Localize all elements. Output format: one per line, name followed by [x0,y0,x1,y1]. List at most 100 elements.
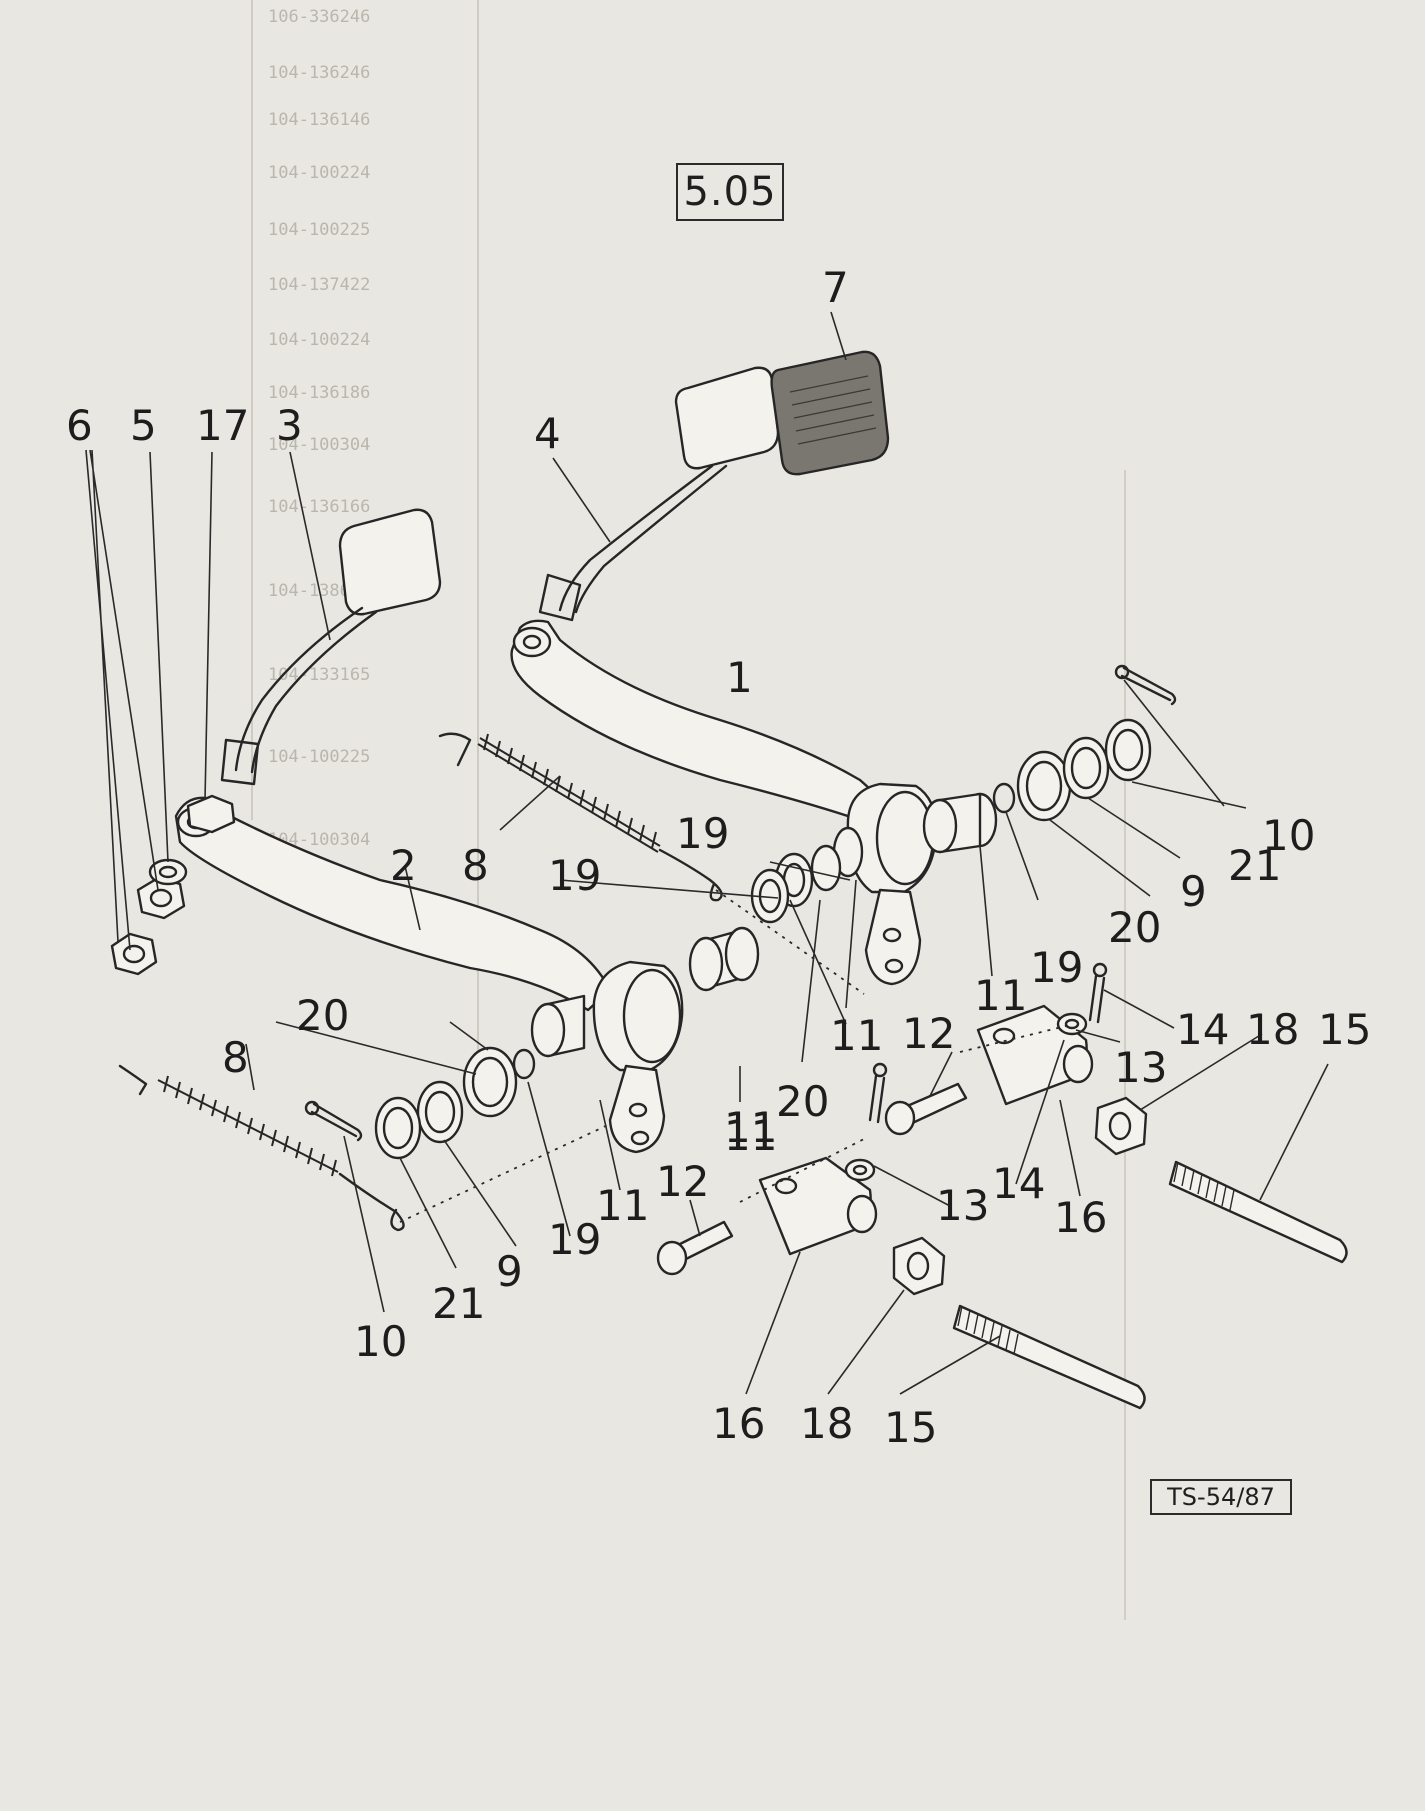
callout-label: 21 [1228,841,1281,890]
washer-13-lower [844,1158,876,1182]
callout-label: 16 [1054,1193,1107,1242]
callout-label: 11 [724,1103,777,1152]
section-number-box: 5.05 [676,163,784,221]
upper-clevis-pushrod [884,962,1348,1264]
callout-label: 11 [830,1011,883,1060]
washer-20-mid [810,844,842,892]
callout-label: 15 [1318,1005,1371,1054]
callout-label: 8 [222,1033,249,1082]
callout-label: 13 [1114,1043,1167,1092]
lever-eye-upper [512,626,552,658]
callout-label: 18 [800,1399,853,1448]
bleed-text: 104-100225 [268,747,370,767]
pushrod-15-upper [1168,1160,1348,1264]
callout-label: 10 [354,1317,407,1366]
spring-hook-upper [438,732,472,767]
threaded-end-upper [538,573,582,622]
callout-label: 13 [936,1181,989,1230]
upper-pedal-assembly [510,350,938,986]
drawing-reference-box: TS-54/87 [1150,1479,1292,1515]
callout-label: 11 [974,971,1027,1020]
bleed-text: 104-100225 [268,220,370,240]
return-spring-lower [157,1079,339,1173]
callout-label: 19 [676,809,729,858]
bleed-text: 106-336246 [268,7,370,27]
bleed-text: 104-137422 [268,275,370,295]
callout-label: 20 [296,991,349,1040]
callout-label: 1 [726,653,753,702]
callout-label: 17 [196,401,249,450]
lock-nut-18-upper [1094,1096,1148,1156]
washer-21-lower [374,1096,422,1160]
callout-label: 15 [884,1403,937,1452]
split-pin-10-right [1120,666,1177,706]
callout-label: 7 [822,263,849,312]
callout-label: 19 [548,851,601,900]
callout-label: 5 [130,401,157,450]
callout-label: 14 [992,1159,1045,1208]
bleed-text: 104-100304 [268,435,370,455]
split-pin-10-lower [310,1102,363,1142]
callout-label: 4 [534,409,561,458]
bleed-through-text: 106-336246 104-136246 104-136146 104-100… [251,0,1126,1620]
return-springs [118,732,723,1232]
lock-nut-18-lower [892,1236,946,1296]
pedal-stem-lower [234,606,364,772]
bleed-text: 104-133165 [268,665,370,685]
callout-label: 14 [1176,1005,1229,1054]
callout-label: 20 [1108,903,1161,952]
callout-label: 18 [1246,1005,1299,1054]
callout-label: 10 [1262,811,1315,860]
bleed-text: 104-100224 [268,330,370,350]
bleed-text: 104-136166 [268,497,370,517]
bleed-text: 104-100224 [268,163,370,183]
bleed-text: 104-136186 [268,383,370,403]
callout-labels: 6 5 17 3 4 7 1 10 21 9 20 19 11 19 19 8 … [66,263,1371,1452]
lever-clevis-plate-lower [608,1064,666,1154]
lower-clevis-pushrod [656,1062,1146,1410]
rubber-pedal-pad [770,350,890,476]
callout-label: 21 [432,1279,485,1328]
callout-label: 20 [776,1077,829,1126]
leader-lines [85,311,1329,1395]
o-ring-19-lower [512,1048,536,1080]
spring-hook-lower [118,1064,148,1096]
hex-nut-6-lower [110,932,158,976]
callout-label: 19 [548,1215,601,1264]
callout-label: 8 [462,841,489,890]
washer-9-right [1062,736,1110,800]
o-ring-19-right [992,782,1016,814]
callout-label: 3 [276,401,303,450]
pedal-pad-upper [674,366,780,470]
callout-label: 9 [496,1247,523,1296]
nut-17 [186,794,236,834]
callout-label: 12 [902,1009,955,1058]
callout-label: 6 [66,401,93,450]
callout-label: 9 [1180,867,1207,916]
bleed-text: 104-136246 [268,63,370,83]
callout-label: 12 [656,1157,709,1206]
callout-label: 11 [724,1111,777,1160]
pedal-pad-lower [338,508,442,616]
callout-label: 2 [390,841,417,890]
lever-clevis-plate-upper [864,888,922,986]
bleed-text: 104-136146 [268,110,370,130]
washer-9-lower [416,1080,464,1144]
lower-pivot-stack [304,994,586,1160]
lower-pedal-assembly [174,508,684,1154]
split-pin-14-upper [1088,974,1106,1024]
threaded-end-lower [220,738,260,786]
callout-label: 11 [596,1181,649,1230]
pushrod-15-lower [952,1304,1146,1410]
washer-13-upper [1056,1012,1088,1036]
left-fasteners [110,794,236,976]
split-pin-14-lower [868,1074,886,1124]
callout-label: 19 [1030,943,1083,992]
upper-pivot-stack [688,664,1177,992]
hub-bore-lower [622,968,682,1064]
washer-21-right [1104,718,1152,782]
lever-arm-lower [174,796,612,1012]
callout-label: 16 [712,1399,765,1448]
